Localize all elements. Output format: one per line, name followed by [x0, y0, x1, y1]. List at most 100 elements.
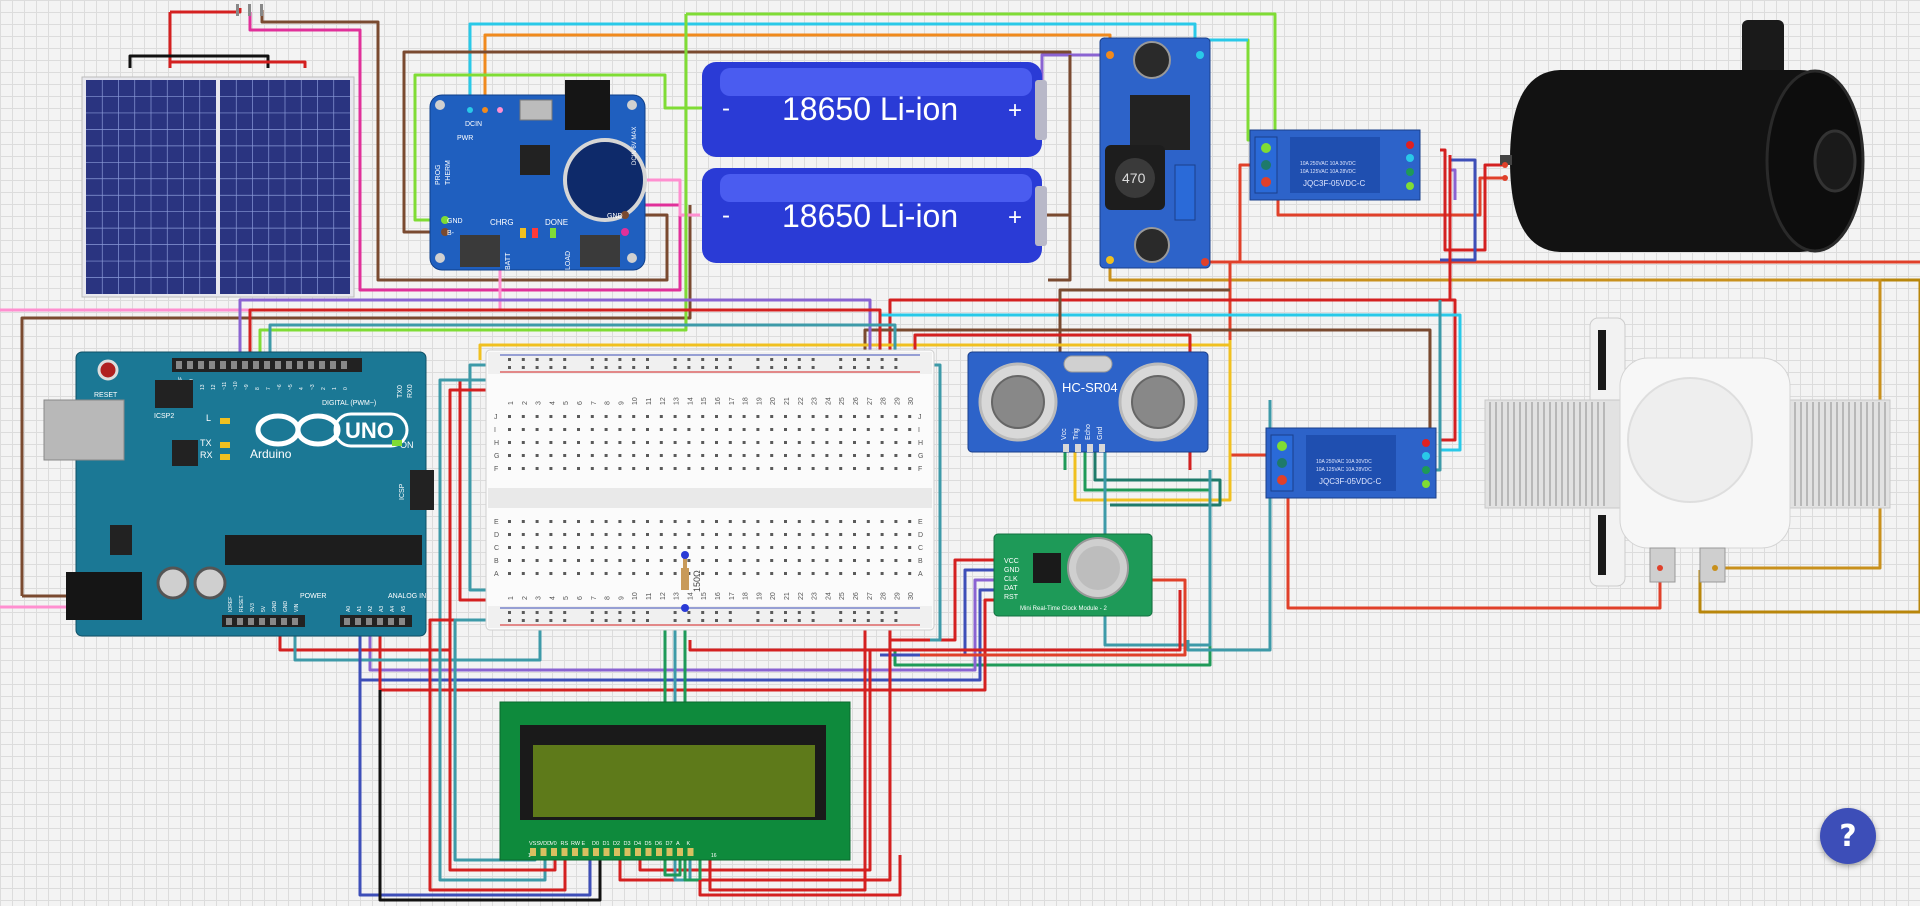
bb-row-label: B [494, 558, 499, 565]
bb-col-label: 2 [522, 401, 529, 405]
help-button[interactable]: ? [1820, 808, 1876, 864]
breadboard[interactable]: 1122334455667788991010111112121313141415… [485, 349, 935, 631]
bb-col-label: 28 [881, 592, 888, 600]
bb-col-label: 30 [908, 592, 915, 600]
arduino-power-pin [270, 618, 276, 625]
rtc-pin-dat: DAT [1004, 585, 1018, 592]
bb-col-label: 3 [536, 596, 543, 600]
rtc-module[interactable]: VCC GND CLK DAT RST Mini Real-Time Clock… [993, 533, 1153, 617]
water-pump[interactable] [1500, 20, 1865, 253]
arduino-on-label: ON [400, 440, 414, 450]
arduino-power-pin-label: 5V [261, 605, 267, 612]
bb-col-label: 13 [674, 592, 681, 600]
arduino-digital-pin-label: 7 [266, 387, 272, 390]
bb-row-label: C [494, 545, 499, 552]
relay-1[interactable]: 10A 250VAC 10A 30VDC 10A 125VAC 10A 28VD… [1249, 129, 1421, 201]
wire [930, 363, 942, 642]
bb-row-label: C [918, 545, 923, 552]
lcd-pin-label: VDD [540, 841, 552, 847]
bb-col-label: 1 [508, 401, 515, 405]
arduino-digital-pin-label: ~10 [233, 381, 239, 390]
sensor-pin-gnd: Gnd [1097, 427, 1104, 440]
arduino-digital-pin-label: 13 [200, 384, 206, 390]
sensor-model: HC-SR04 [1062, 380, 1118, 395]
bb-col-label: 9 [618, 596, 625, 600]
arduino-brand: Arduino [250, 447, 292, 461]
bb-col-label: 14 [687, 592, 694, 600]
bb-col-label: 3 [536, 401, 543, 405]
wire [358, 680, 592, 897]
solenoid-valve[interactable] [1484, 317, 1891, 587]
bb-row-label: G [494, 453, 499, 460]
relay-1-spec-1: 10A 250VAC 10A 30VDC [1300, 161, 1356, 167]
charger-led-done: DONE [545, 218, 568, 227]
lcd-pin [582, 848, 589, 856]
arduino-analog-pin-label: A4 [390, 606, 396, 612]
wire [920, 578, 1187, 657]
arduino-analog-pin [399, 618, 405, 625]
arduino-digital-pin [341, 361, 347, 369]
lcd-pin [530, 848, 536, 856]
battery-2[interactable]: - 18650 Li-ion + [702, 168, 1047, 263]
charger-pin-bminus: B- [447, 230, 455, 237]
arduino-power-pin-label: IOREF [228, 597, 234, 612]
relay-2-spec-1: 10A 250VAC 10A 30VDC [1316, 459, 1372, 465]
bb-row-label: G [918, 453, 923, 460]
arduino-digital-pin [308, 361, 314, 369]
battery-1[interactable]: - 18650 Li-ion + [702, 62, 1047, 157]
wire [378, 690, 602, 902]
bb-col-label: 6 [577, 401, 584, 405]
wire [1093, 450, 1222, 507]
arduino-power-pin-label: 3V3 [250, 603, 256, 612]
arduino-analog-pin-label: A2 [368, 606, 374, 612]
bb-col-label: 8 [605, 596, 612, 600]
lcd-pin [687, 848, 694, 856]
charger-label-pwr: PWR [457, 135, 473, 142]
arduino-analog-pin-label: A3 [379, 606, 385, 612]
arduino-analog-pin [344, 618, 350, 625]
lcd-pin-label: D4 [634, 841, 641, 847]
terminal-batt [460, 235, 500, 267]
resistor [681, 568, 689, 590]
resistor-label: 150Ω [692, 570, 702, 592]
wire [1073, 340, 1232, 502]
lcd-pin-last: 16 [711, 853, 717, 859]
lcd-pin-first: 1 [528, 853, 531, 859]
usb-port [43, 399, 125, 461]
bb-col-label: 6 [577, 596, 584, 600]
battery-1-minus: - [722, 95, 730, 122]
lcd-pin-label: K [687, 841, 691, 847]
lcd-pin-label: D0 [592, 841, 599, 847]
charger-pin-gnd-r: GND [607, 213, 623, 220]
sensor-pin-vcc: Vcc [1061, 428, 1068, 440]
relay-2[interactable]: 10A 250VAC 10A 30VDC 10A 125VAC 10A 28VD… [1265, 427, 1437, 499]
bb-row-label: I [918, 427, 920, 434]
bb-col-label: 19 [756, 592, 763, 600]
wire [1186, 400, 1272, 652]
bb-col-label: 17 [729, 397, 736, 405]
solar-panel[interactable] [81, 4, 355, 298]
arduino-digital-pin [319, 361, 325, 369]
bb-col-label: 21 [784, 592, 791, 600]
reset-button[interactable] [97, 359, 119, 381]
wire [688, 590, 1182, 652]
wire [686, 12, 1277, 140]
ultrasonic-sensor[interactable]: HC-SR04 Vcc Trig Echo Gnd [967, 351, 1209, 453]
relay-2-model: JQC3F-05VDC-C [1319, 477, 1381, 486]
bb-col-label: 5 [563, 401, 570, 405]
bb-col-label: 13 [674, 397, 681, 405]
bb-row-label: H [494, 440, 499, 447]
bb-col-label: 10 [632, 592, 639, 600]
lcd-pin [624, 848, 631, 856]
inductor-label: 470 [1122, 170, 1146, 186]
arduino-digital-pin-label: 2 [321, 387, 327, 390]
wire [618, 640, 892, 882]
rtc-pin-rst: RST [1004, 594, 1019, 601]
wire [888, 298, 1457, 442]
lcd-pin-label: D7 [666, 841, 673, 847]
charger-module[interactable]: GND B- GND DCIN PWR PROG THERM BATT LOAD… [429, 80, 647, 271]
buck-converter[interactable]: 470 [1099, 37, 1211, 269]
bb-col-label: 30 [908, 397, 915, 405]
